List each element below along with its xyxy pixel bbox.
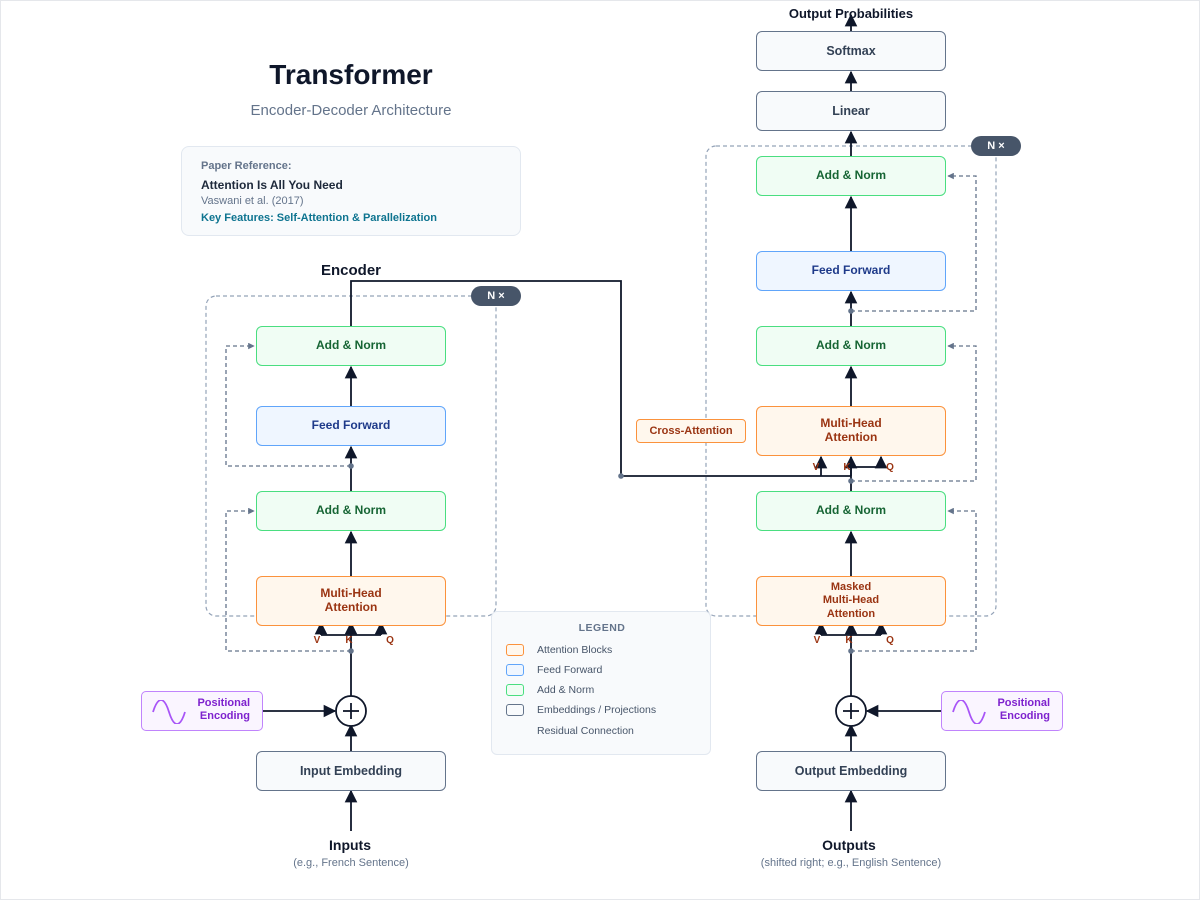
enc-positional-label: Positional Encoding xyxy=(197,697,250,723)
inputs-label: Inputs xyxy=(329,837,371,853)
outputs-label: Outputs xyxy=(822,837,876,853)
dec-feed-forward: Feed Forward xyxy=(756,251,946,291)
legend-label: Add & Norm xyxy=(537,684,595,696)
legend-swatch-attention xyxy=(506,644,524,656)
enc-k-label: K xyxy=(345,635,353,646)
legend: LEGEND Attention Blocks Feed Forward Add… xyxy=(491,611,711,755)
enc-residual-2 xyxy=(225,342,351,467)
softmax: Softmax xyxy=(756,31,946,71)
dec-sum-node xyxy=(835,695,867,727)
input-embedding: Input Embedding xyxy=(256,751,446,791)
dec-residual-3 xyxy=(851,172,977,312)
enc-add-norm-top: Add & Norm xyxy=(256,326,446,366)
legend-label: Embeddings / Projections xyxy=(537,704,657,716)
legend-title: LEGEND xyxy=(578,622,626,634)
dec-residual-2 xyxy=(851,342,977,482)
reference-card: Paper Reference: Attention Is All You Ne… xyxy=(181,146,521,236)
enc-multi-head-attention: Multi-Head Attention xyxy=(256,576,446,626)
dec-cross-v-label: V xyxy=(812,462,820,473)
encoder-title: Encoder xyxy=(320,262,382,279)
cross-attention-tag: Cross-Attention xyxy=(636,419,746,443)
sine-wave-icon xyxy=(152,700,186,724)
dec-positional-encoding: Positional Encoding xyxy=(941,691,1063,731)
linear: Linear xyxy=(756,91,946,131)
dec-positional-label: Positional Encoding xyxy=(997,697,1050,723)
dec-add-norm-top: Add & Norm xyxy=(756,156,946,196)
inputs-note: (e.g., French Sentence) xyxy=(293,857,409,869)
dec-cross-attention: Multi-Head Attention xyxy=(756,406,946,456)
output-embedding: Output Embedding xyxy=(756,751,946,791)
enc-q-label: Q xyxy=(386,635,394,646)
sine-wave-icon xyxy=(952,700,986,724)
legend-swatch-embeddings xyxy=(506,704,524,716)
decoder-repeat-badge: N × xyxy=(971,136,1021,156)
enc-feed-forward: Feed Forward xyxy=(256,406,446,446)
enc-v-label: V xyxy=(313,635,321,646)
dec-cross-k-label: K xyxy=(843,462,851,473)
reference-heading: Paper Reference: xyxy=(201,160,292,172)
dec-add-norm-bottom: Add & Norm xyxy=(756,491,946,531)
legend-label: Feed Forward xyxy=(537,664,603,676)
page-title: Transformer xyxy=(269,59,433,90)
dec-masked-attention: Masked Multi-Head Attention xyxy=(756,576,946,626)
enc-sum-node xyxy=(335,695,367,727)
enc-add-norm-bottom: Add & Norm xyxy=(256,491,446,531)
page-subtitle: Encoder-Decoder Architecture xyxy=(250,102,452,119)
dec-cross-q-label: Q xyxy=(886,462,894,473)
legend-swatch-add-norm xyxy=(506,684,524,696)
encoder-to-decoder-wire xyxy=(350,280,851,477)
reference-authors: Vaswani et al. (2017) xyxy=(201,195,304,207)
output-probabilities-label: Output Probabilities xyxy=(788,6,914,21)
legend-label: Attention Blocks xyxy=(537,644,613,656)
dec-masked-k-label: K xyxy=(845,635,853,646)
dec-masked-v-label: V xyxy=(813,635,821,646)
reference-paper-title: Attention Is All You Need xyxy=(201,178,343,192)
encoder-repeat-badge: N × xyxy=(471,286,521,306)
legend-label: Residual Connection xyxy=(537,725,634,737)
legend-swatch-feed-forward xyxy=(506,664,524,676)
reference-features: Key Features: Self-Attention & Paralleli… xyxy=(201,212,437,224)
dec-masked-q-label: Q xyxy=(886,635,894,646)
enc-positional-encoding: Positional Encoding xyxy=(141,691,263,731)
dec-add-norm-mid: Add & Norm xyxy=(756,326,946,366)
outputs-note: (shifted right; e.g., English Sentence) xyxy=(760,857,942,869)
